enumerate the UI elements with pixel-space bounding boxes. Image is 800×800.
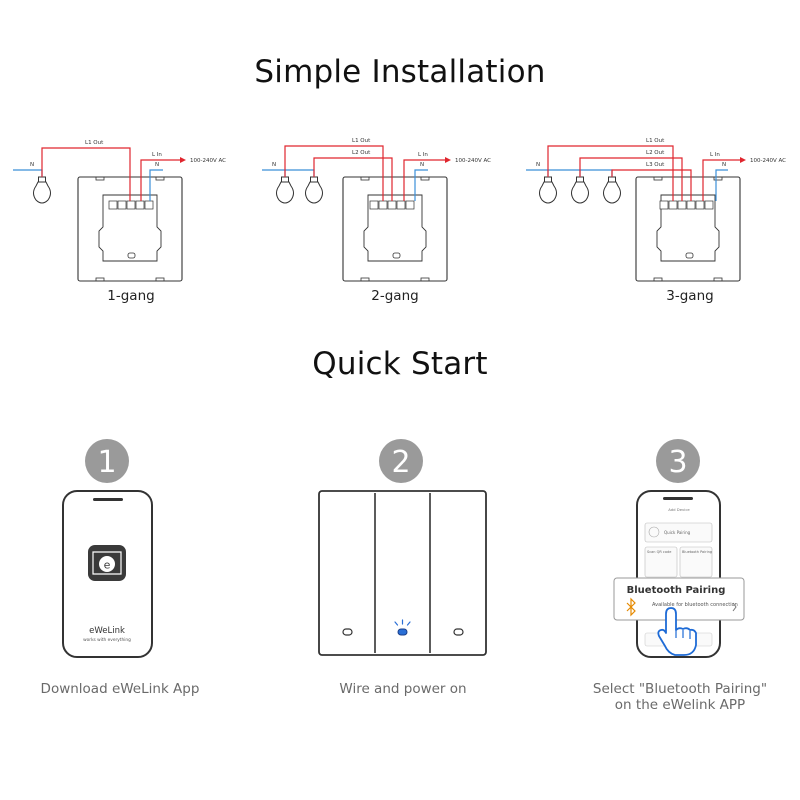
step-badge: 3 [656, 439, 700, 483]
svg-text:Add Device: Add Device [668, 507, 690, 512]
l1-out-label: L1 Out [352, 138, 371, 144]
step-badge: 2 [379, 439, 423, 483]
svg-text:3: 3 [668, 445, 687, 480]
switch-illustration [318, 490, 487, 656]
neutral-label: N [536, 162, 540, 168]
diagram-2-gang: N N L1 Out L2 Out L In 100-240V AC [262, 138, 491, 282]
quick-start-title: Quick Start [312, 346, 488, 382]
svg-text:Bluetooth Pairing: Bluetooth Pairing [682, 550, 712, 554]
glow-icon [394, 619, 411, 626]
svg-text:Scan QR code: Scan QR code [647, 550, 671, 554]
hand-pointer-icon [657, 607, 697, 656]
svg-text:e: e [104, 559, 111, 572]
popup-text: Available for bluetooth connection [652, 602, 738, 608]
step-1-caption: Download eWeLink App [40, 681, 200, 697]
caption-1-gang: 1-gang [107, 288, 155, 304]
chevron-right-icon [732, 602, 737, 612]
svg-text:1: 1 [97, 445, 116, 480]
neutral-label: N [155, 162, 159, 168]
line-in-label: L In [418, 152, 428, 158]
step-badge: 1 [85, 439, 129, 483]
l2-out-label: L2 Out [646, 150, 665, 156]
svg-text:2: 2 [391, 445, 410, 480]
bluetooth-icon [626, 597, 636, 617]
indicator-light-icon [397, 628, 408, 636]
popup-title: Bluetooth Pairing [627, 585, 726, 596]
line-in-label: L In [152, 152, 162, 158]
l1-out-label: L1 Out [646, 138, 665, 144]
step-2-caption: Wire and power on [339, 681, 467, 697]
phone-illustration: e eWeLink works with everything [62, 490, 153, 658]
svg-text:Quick Pairing: Quick Pairing [664, 530, 691, 535]
step-3-caption: Select "Bluetooth Pairing" on the eWelin… [560, 681, 800, 713]
neutral-label: N [722, 162, 726, 168]
supply-label: 100-240V AC [455, 158, 491, 164]
supply-label: 100-240V AC [190, 158, 226, 164]
step-3-caption-line-1: Select "Bluetooth Pairing" [592, 681, 768, 697]
brand-tagline: works with everything [83, 637, 131, 643]
caption-2-gang: 2-gang [371, 288, 419, 304]
neutral-label: N [272, 162, 276, 168]
l2-out-label: L2 Out [352, 150, 371, 156]
supply-label: 100-240V AC [750, 158, 786, 164]
brand-name: eWeLink [89, 626, 125, 636]
neutral-label: N [30, 162, 34, 168]
diagram-1-gang: N N L1 Out L In 100-240V AC [13, 140, 226, 282]
l3-out-label: L3 Out [646, 162, 665, 168]
line-in-label: L In [710, 152, 720, 158]
diagram-3-gang: N N L1 Out L2 Out L3 Out L In 100-240V A… [526, 138, 786, 282]
l1-out-label: L1 Out [85, 140, 104, 146]
ewelink-logo-icon: e [88, 545, 126, 581]
caption-3-gang: 3-gang [666, 288, 714, 304]
neutral-label: N [420, 162, 424, 168]
installation-title: Simple Installation [254, 54, 546, 90]
bluetooth-pairing-popup[interactable]: Bluetooth Pairing Available for bluetoot… [613, 577, 745, 621]
step-3-caption-line-2: on the eWelink APP [614, 697, 746, 713]
